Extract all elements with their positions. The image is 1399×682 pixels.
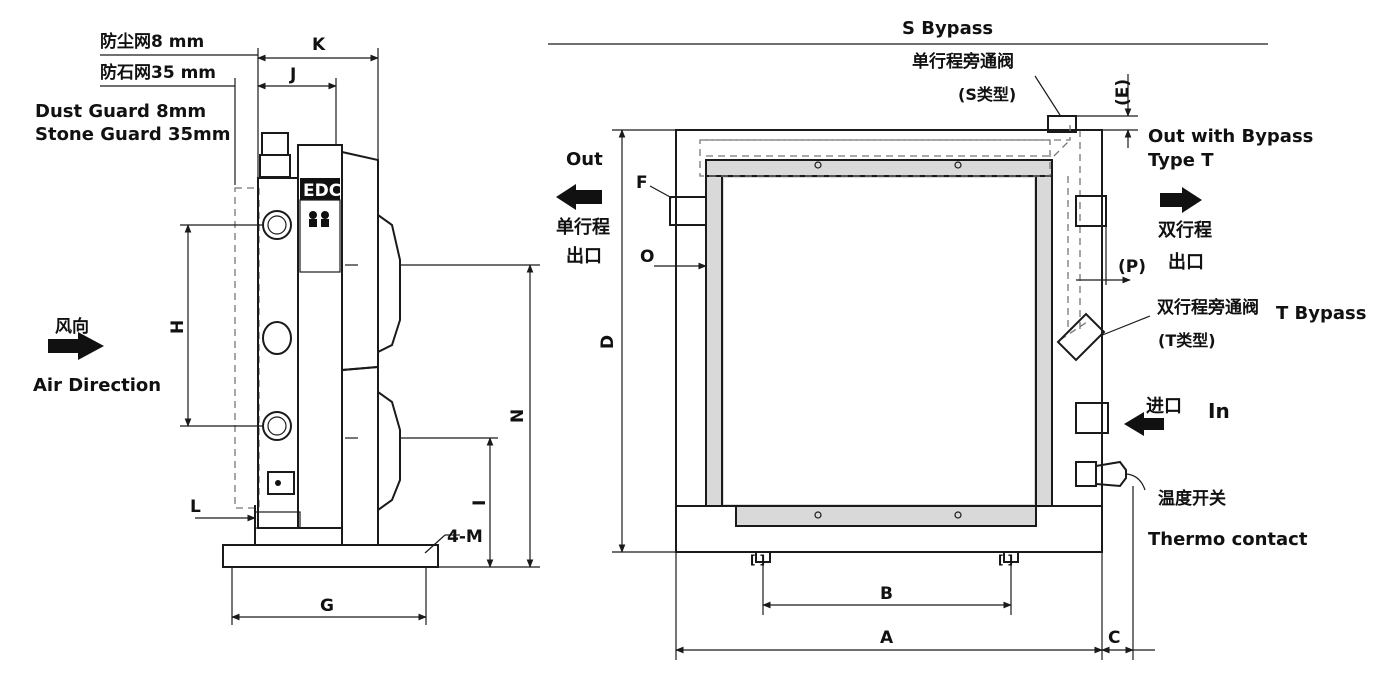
in-cn-label: 进口 xyxy=(1146,396,1182,417)
dust-guard-cn-label: 防尘网8 mm xyxy=(100,31,204,52)
dim-I: I xyxy=(470,500,490,506)
dim-G: G xyxy=(320,596,334,616)
stone-guard-cn-label: 防石网35 mm xyxy=(100,62,216,83)
dim-C: C xyxy=(1108,628,1120,648)
out-right-arrow-icon xyxy=(1160,187,1202,213)
t-type-label: (T类型) xyxy=(1158,331,1216,350)
out-double-cn-1: 双行程 xyxy=(1158,219,1212,241)
thermo-en-label: Thermo contact xyxy=(1148,529,1308,550)
s-type-label: (S类型) xyxy=(958,85,1016,104)
air-direction-arrow-icon xyxy=(48,332,104,360)
foot-right-icon: [ ] xyxy=(998,553,1013,567)
t-bypass-en-label: T Bypass xyxy=(1276,303,1366,324)
dim-4M: 4-M xyxy=(447,527,483,547)
out-single-cn-1: 单行程 xyxy=(556,216,610,238)
thermo-cn-label: 温度开关 xyxy=(1158,488,1226,509)
dim-P: (P) xyxy=(1118,257,1146,277)
dim-B: B xyxy=(880,584,893,604)
dim-F: F xyxy=(636,173,648,193)
dim-L: L xyxy=(190,497,201,517)
t-bypass-cn-label: 双行程旁通阀 xyxy=(1157,297,1259,318)
stone-guard-en-label: Stone Guard 35mm xyxy=(35,124,231,145)
dim-K: K xyxy=(312,35,326,55)
s-bypass-en-label: S Bypass xyxy=(902,18,993,39)
out-en-label: Out xyxy=(566,149,603,170)
side-view: 防尘网8 mm 防石网35 mm Dust Guard 8mm Stone Gu… xyxy=(33,31,540,625)
out-single-cn-2: 出口 xyxy=(566,245,602,267)
dim-J: J xyxy=(289,65,296,85)
s-bypass-cn-label: 单行程旁通阀 xyxy=(912,51,1014,72)
brand-logo: EDC xyxy=(303,181,341,201)
in-arrow-icon xyxy=(1124,412,1164,436)
dim-D: D xyxy=(598,335,618,349)
air-direction-en: Air Direction xyxy=(33,375,161,396)
out-double-cn-2: 出口 xyxy=(1168,251,1204,273)
dim-O: O xyxy=(640,247,654,267)
dim-A: A xyxy=(880,628,894,648)
front-view: S Bypass 单行程旁通阀 (S类型) F O xyxy=(548,18,1366,660)
in-en-label: In xyxy=(1208,399,1230,423)
out-left-arrow-icon xyxy=(556,184,602,210)
out-bypass-en-2: Type T xyxy=(1148,150,1214,171)
out-bypass-en-1: Out with Bypass xyxy=(1148,126,1313,147)
dim-H: H xyxy=(168,320,188,334)
air-direction-cn: 风向 xyxy=(55,316,89,337)
foot-left-icon: [ ] xyxy=(750,553,765,567)
dim-E: (E) xyxy=(1113,79,1133,106)
dust-guard-en-label: Dust Guard 8mm xyxy=(35,101,206,122)
dim-N: N xyxy=(508,409,528,423)
